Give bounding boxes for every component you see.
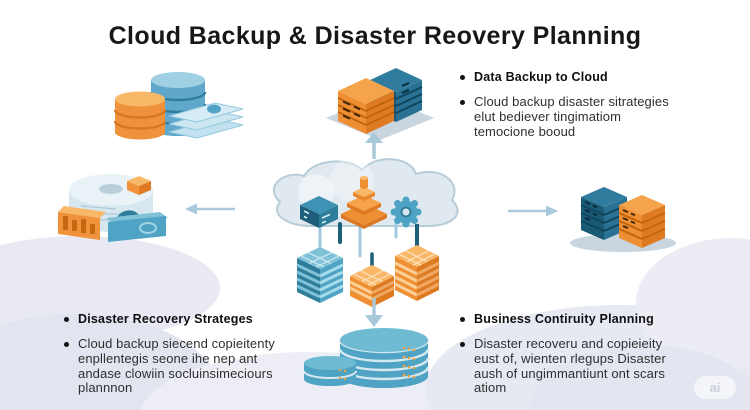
orange-data-cube-bottom <box>349 265 395 307</box>
small-orange-cube <box>127 176 151 195</box>
watermark-badge: ai <box>694 376 736 399</box>
lock-device <box>106 210 168 242</box>
section-body: Cloud backup siecend copieitenty enpllen… <box>78 336 275 396</box>
section-body: Cloud backup disaster sitrategies elut b… <box>474 94 669 139</box>
orange-data-cube-right <box>394 245 440 301</box>
server-led-dots <box>402 346 416 379</box>
backup-servers-illustration <box>326 68 434 140</box>
arrow-up-icon <box>365 132 383 159</box>
bullet-icon <box>64 342 69 347</box>
bullet-icon <box>460 100 465 105</box>
bullet-icon <box>64 317 69 322</box>
section-heading: Business Contiruity Planning <box>474 312 654 326</box>
mini-storage-box-icon <box>300 196 338 228</box>
secure-storage-illustration <box>58 174 168 242</box>
section-heading-row: Data Backup to Cloud <box>460 70 678 84</box>
orange-bars-box <box>58 206 106 240</box>
section-body-row: Cloud backup siecend copieitenty enpllen… <box>64 336 280 396</box>
section-disaster-recovery: Disaster Recovery Strateges Cloud backup… <box>64 312 280 396</box>
watermark-text: ai <box>709 380 721 395</box>
bullet-icon <box>460 75 465 80</box>
section-body-row: Cloud backup disaster sitrategies elut b… <box>460 94 678 139</box>
bullet-icon <box>460 342 465 347</box>
database-disks-illustration <box>303 328 430 388</box>
cloud-network-illustration <box>273 158 459 307</box>
section-body: Disaster recoveru and copieieity eust of… <box>474 336 666 396</box>
orange-server-box <box>337 78 395 134</box>
section-heading: Data Backup to Cloud <box>474 70 608 84</box>
arrow-left-icon <box>185 203 235 215</box>
section-business-continuity: Business Contiruity Planning Disaster re… <box>460 312 686 396</box>
section-data-backup: Data Backup to Cloud Cloud backup disast… <box>460 70 678 139</box>
page-title: Cloud Backup & Disaster Reovery Planning <box>108 22 642 50</box>
mini-layered-pyramid-icon <box>341 176 387 229</box>
orange-server-tower <box>618 195 666 248</box>
mini-gear-icon <box>390 196 422 228</box>
arrow-down-icon <box>365 298 383 327</box>
bullet-icon <box>460 317 465 322</box>
section-heading-row: Business Contiruity Planning <box>460 312 686 326</box>
arrow-right-icon <box>508 205 558 217</box>
server-towers-illustration <box>570 187 676 252</box>
section-heading: Disaster Recovery Strateges <box>78 312 253 326</box>
teal-data-cube <box>296 247 344 303</box>
section-heading-row: Disaster Recovery Strateges <box>64 312 280 326</box>
database-stacks-and-cards-illustration <box>113 72 244 140</box>
section-body-row: Disaster recoveru and copieieity eust of… <box>460 336 686 396</box>
